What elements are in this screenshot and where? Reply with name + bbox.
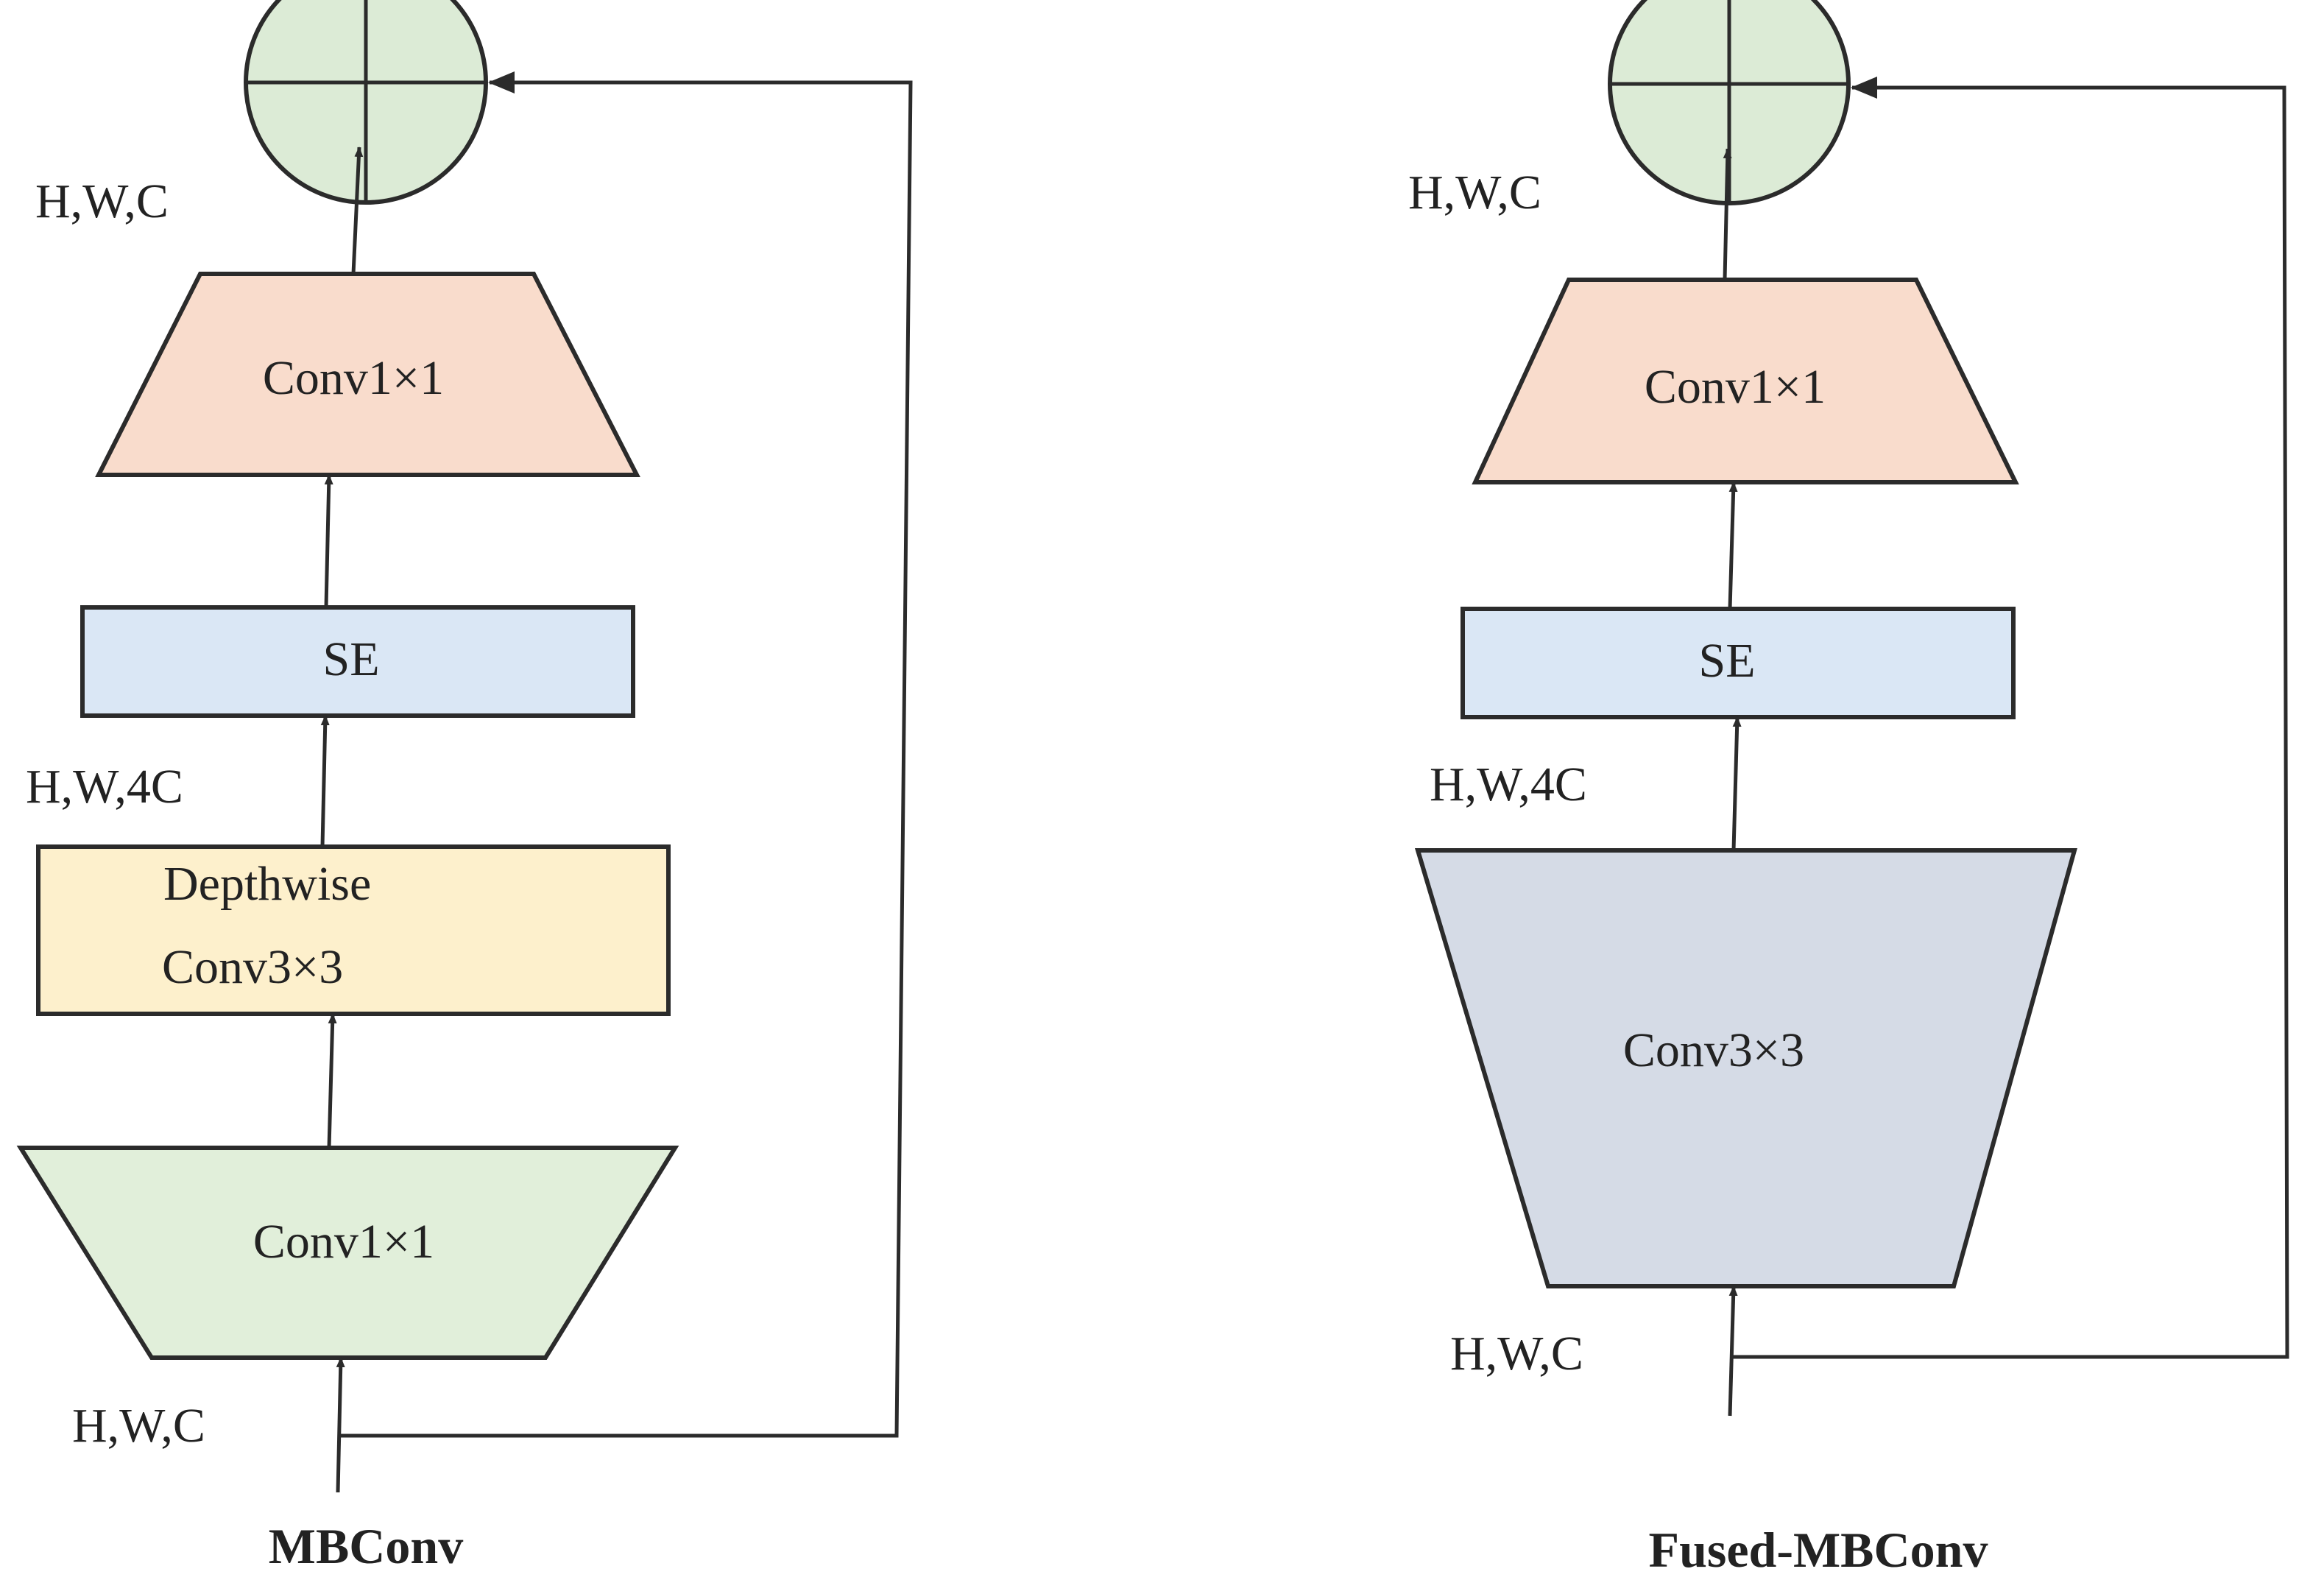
fused-conv1x1-block (1472, 278, 2019, 484)
fused-mbconv-title: Fused-MBConv (1649, 1522, 1988, 1578)
fused-input-arrow (1728, 1285, 1738, 1417)
fused-input-dim-label: H,W,C (1450, 1327, 1583, 1380)
mbconv-se-label: SE (322, 632, 379, 686)
fused-conv3x3-label: Conv3×3 (1623, 1023, 1804, 1077)
mbconv-input-dim-label: H,W,C (72, 1399, 205, 1453)
mbconv-depthwise-label-2: Conv3×3 (162, 940, 343, 994)
fused-conv1x1-label: Conv1×1 (1645, 360, 1826, 414)
mbconv-diagram: Conv1×1 SE Depthwise Conv3×3 Conv1×1 H,W… (16, 0, 913, 1574)
mbconv-conv1x1-reduce-block (16, 1146, 679, 1360)
fused-se-block (1461, 607, 2016, 719)
mbconv-depthwise-block (36, 844, 671, 1016)
fused-top-dim-label: H,W,C (1408, 166, 1541, 219)
mbconv-arrow-to-add (351, 147, 364, 275)
mbconv-conv1x1-top-label: Conv1×1 (263, 351, 444, 405)
mbconv-mid-dim-label: H,W,4C (26, 760, 183, 814)
mbconv-se-block (80, 605, 635, 718)
mbconv-arrow-to-depthwise (327, 1013, 337, 1149)
mbconv-top-dim-label: H,W,C (35, 174, 169, 228)
fused-arrow-to-conv1x1 (1728, 482, 1738, 610)
fused-arrow-to-se (1731, 716, 1742, 851)
fused-add-node (1608, 0, 1851, 205)
fused-mid-dim-label: H,W,4C (1430, 758, 1587, 811)
mbconv-title: MBConv (269, 1518, 463, 1574)
mbconv-add-node (244, 0, 488, 205)
mbconv-arrow-to-se (320, 715, 330, 847)
fused-se-label: SE (1698, 634, 1755, 688)
mbconv-skip-connection (341, 71, 913, 1438)
mbconv-input-arrow (336, 1357, 345, 1493)
fused-mbconv-diagram: Conv1×1 SE Conv3×3 H,W,C H,W,4C H,W,C Fu… (1408, 0, 2289, 1578)
mbconv-conv1x1-expand-block (95, 272, 640, 477)
mbconv-depthwise-label-1: Depthwise (163, 857, 371, 911)
mbconv-conv1x1-bottom-label: Conv1×1 (253, 1215, 434, 1269)
fused-skip-connection (1731, 77, 2289, 1359)
fused-conv3x3-block (1414, 848, 2077, 1288)
fused-arrow-to-add (1723, 148, 1732, 281)
mbconv-arrow-to-conv1x1-top (324, 474, 333, 608)
